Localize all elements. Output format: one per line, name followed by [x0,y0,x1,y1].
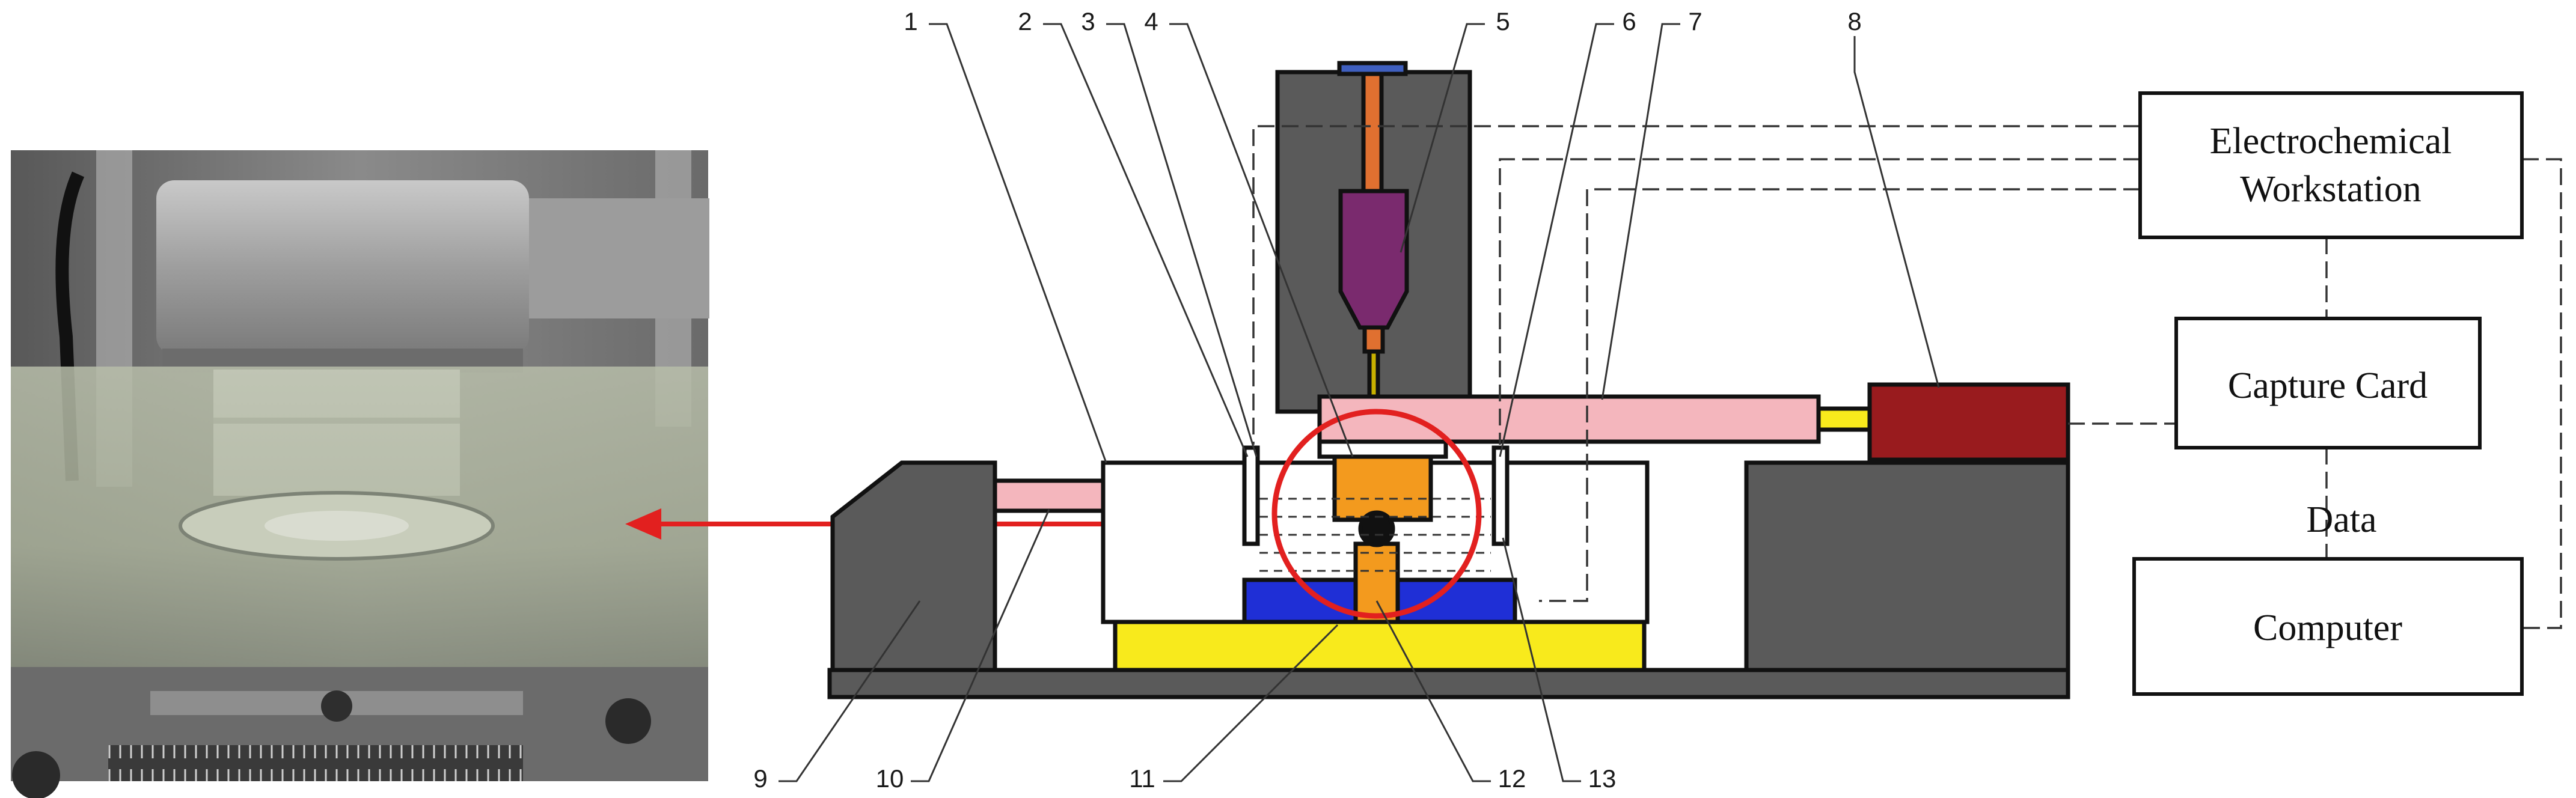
base-plate [827,668,2070,699]
connection-wires [1252,125,2562,629]
orange-lower-post [1353,541,1400,624]
leader-line-4 [1169,23,1354,457]
yellow-stage [1113,620,1647,672]
photo-sample [265,511,409,541]
photo-hole-right [605,698,651,744]
highlight-circle [1271,409,1482,619]
photo-hole-left [12,751,60,798]
right-side-plate [1491,445,1510,546]
part-number-1: 1 [904,7,917,35]
part-number-3: 3 [1081,7,1095,35]
photo-ruler [108,745,523,781]
purple-holder [1338,189,1409,330]
schematic [827,61,2070,699]
leader-line-6 [1499,23,1614,457]
leader-line-12 [1375,600,1491,782]
part-number-2: 2 [1018,7,1032,35]
holder-nozzle [1362,325,1385,354]
leader-line-3 [1106,23,1258,457]
zoom-arrow-head [625,508,661,540]
part-number-7: 7 [1688,7,1702,35]
leader-line-10 [911,509,1050,782]
computer-label: Computer [2253,608,2402,648]
left-support-block [830,460,997,672]
left-side-plate [1242,445,1260,546]
photo-screw [321,690,352,722]
part-number-13: 13 [1588,764,1617,793]
leader-line-13 [1502,537,1581,782]
part-number-5: 5 [1496,7,1510,35]
pink-horizontal-arm [1317,394,1821,444]
arm-connector [1816,406,1872,432]
workstation-line1: Electrochemical [2210,121,2452,162]
right-support-block [1744,460,2070,672]
data-label: Data [2306,499,2376,540]
part-number-12: 12 [1498,764,1526,793]
electrochemical-workstation-box: Electrochemical Workstation [2138,91,2524,239]
part-number-6: 6 [1622,7,1636,35]
syringe-plunger [1361,72,1384,193]
part-number-8: 8 [1847,7,1861,35]
orange-electrode-block [1332,451,1433,522]
leader-line-1 [929,23,1107,463]
capture-card-label: Capture Card [2228,365,2428,406]
actuator [1867,382,2070,462]
wire-workstation-ref [1252,125,2140,445]
part-number-11: 11 [1129,764,1155,793]
photo-cable [55,171,85,481]
wire-workstation-counter [1499,158,2140,445]
part-number-10: 10 [876,764,904,793]
leader-line-5 [1400,23,1485,253]
leader-line-2 [1043,23,1249,457]
computer-box: Computer [2132,557,2524,696]
leader-line-8 [1853,36,1940,388]
leader-line-9 [779,600,921,782]
left-pink-rod [993,478,1106,513]
experimental-setup-photo [11,150,709,798]
part-number-4: 4 [1144,7,1158,35]
workstation-line2: Workstation [2240,169,2422,210]
wire-workstation-computer [2522,158,2562,629]
liquid-lines [1259,498,1491,572]
leader-line-7 [1601,23,1680,400]
capture-card-box: Capture Card [2174,317,2482,449]
probe-ball [1358,510,1395,547]
part-number-9: 9 [753,764,767,793]
wire-workstation-working [1539,188,2140,602]
photo-metal-housing [156,180,529,355]
leader-lines [779,23,1940,782]
leader-line-11 [1163,624,1339,782]
electrode-clamp [1317,439,1448,459]
